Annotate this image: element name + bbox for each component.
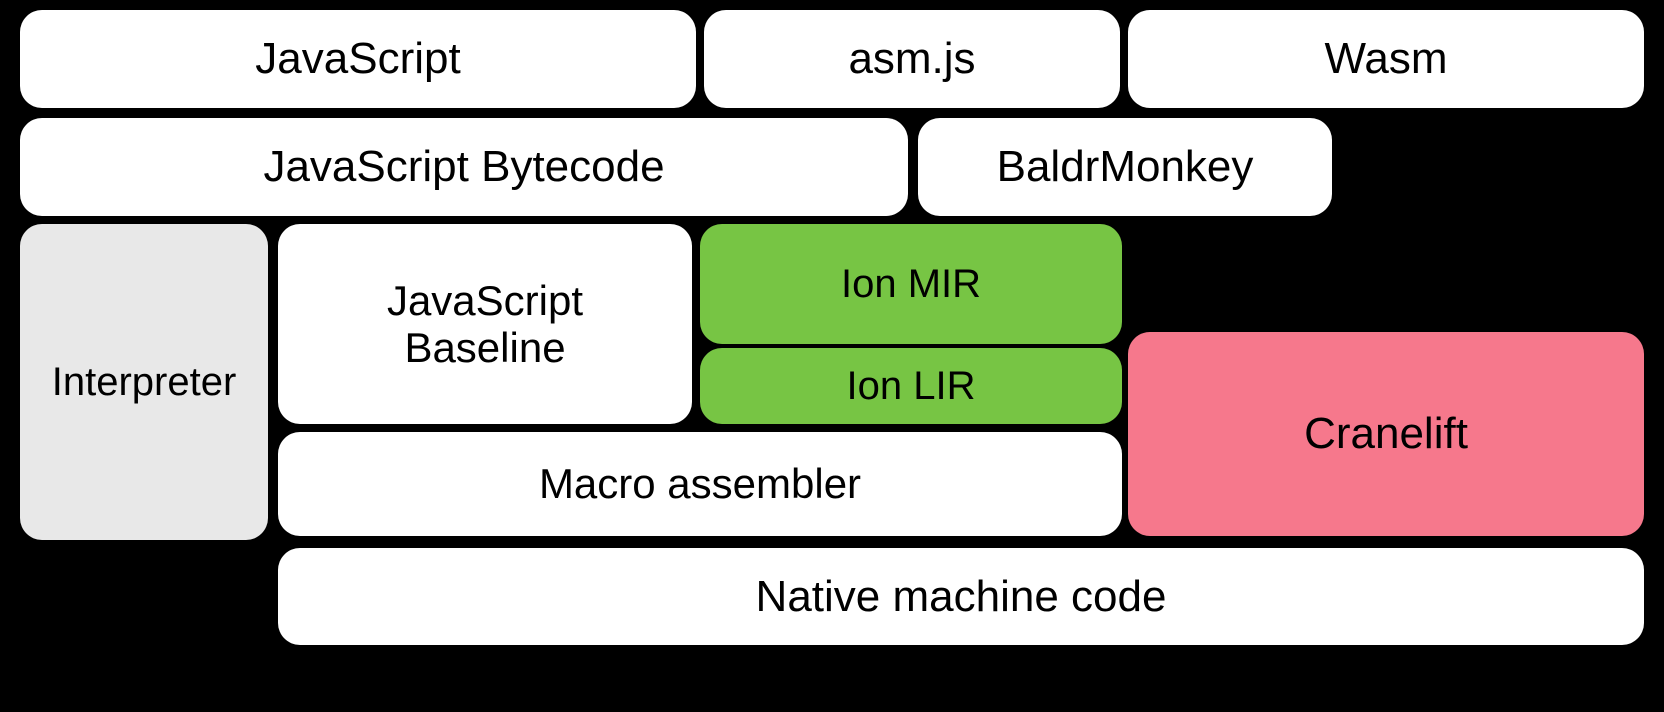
node-label-cranelift: Cranelift	[1304, 409, 1468, 459]
node-javascript[interactable]: JavaScript	[20, 10, 696, 108]
node-macro-assembler[interactable]: Macro assembler	[278, 432, 1122, 536]
node-wasm[interactable]: Wasm	[1128, 10, 1644, 108]
node-label-native-machine-code: Native machine code	[755, 571, 1167, 621]
node-label-javascript: JavaScript	[255, 34, 461, 84]
node-javascript-baseline[interactable]: JavaScript Baseline	[278, 224, 692, 424]
node-baldrmonkey[interactable]: BaldrMonkey	[918, 118, 1332, 216]
node-label-javascript-bytecode: JavaScript Bytecode	[263, 142, 665, 192]
node-interpreter[interactable]: Interpreter	[20, 224, 268, 540]
node-label-interpreter: Interpreter	[51, 359, 237, 404]
node-label-javascript-baseline: JavaScript Baseline	[386, 276, 584, 371]
node-javascript-bytecode[interactable]: JavaScript Bytecode	[20, 118, 908, 216]
node-cranelift[interactable]: Cranelift	[1128, 332, 1644, 536]
node-label-wasm: Wasm	[1324, 34, 1448, 84]
node-label-ion-mir: Ion MIR	[840, 261, 982, 306]
node-native-machine-code[interactable]: Native machine code	[278, 548, 1644, 645]
node-ion-mir[interactable]: Ion MIR	[700, 224, 1122, 344]
node-ion-lir[interactable]: Ion LIR	[700, 348, 1122, 424]
node-label-baldrmonkey: BaldrMonkey	[996, 142, 1254, 192]
node-label-macro-assembler: Macro assembler	[538, 460, 862, 508]
node-label-asm-js: asm.js	[848, 34, 976, 84]
node-label-ion-lir: Ion LIR	[846, 363, 976, 408]
node-asm-js[interactable]: asm.js	[704, 10, 1120, 108]
